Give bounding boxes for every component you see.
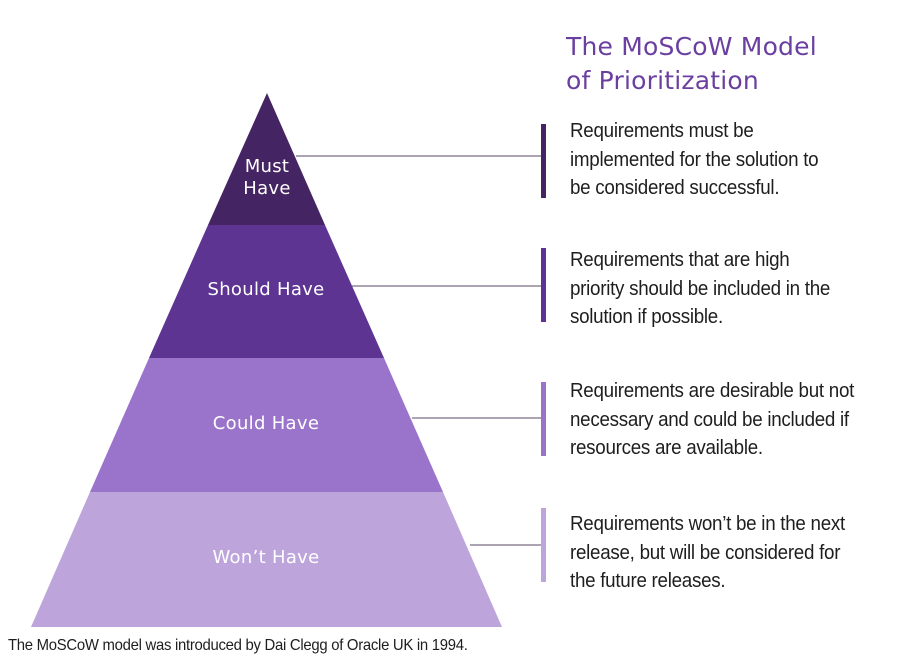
could-have-description-line-1: Requirements are desirable but not [570, 380, 855, 402]
should-have-accent-bar [541, 248, 546, 322]
must-have-accent-bar [541, 124, 546, 198]
could-have-label: Could Have [166, 413, 366, 435]
wont-have-description: Requirements won’t be in the next releas… [570, 510, 880, 596]
title-line-2: of Prioritization [566, 66, 759, 95]
should-have-description-line-1: Requirements that are high [570, 249, 790, 271]
should-have-label-text: Should Have [207, 279, 325, 300]
wont-have-accent-bar [541, 508, 546, 582]
could-have-label-text: Could Have [212, 413, 320, 434]
should-have-description-line-2: priority should be included in the [570, 277, 831, 300]
page-title: The MoSCoW Model of Prioritization [566, 30, 896, 98]
wont-have-description-line-3: the future releases. [570, 570, 726, 592]
must-have-tier [208, 93, 325, 225]
should-have-label: Should Have [166, 279, 366, 301]
wont-have-description-line-1: Requirements won’t be in the next [570, 513, 845, 535]
footnote: The MoSCoW model was introduced by Dai C… [8, 637, 468, 654]
wont-have-description-line-2: release, but will be considered for [570, 541, 841, 564]
must-have-description-line-1: Requirements must be [570, 120, 754, 142]
wont-have-label-text: Won’t Have [212, 547, 320, 568]
could-have-description-line-2: necessary and could be included if [570, 408, 849, 431]
must-have-description-line-2: implemented for the solution to [570, 148, 819, 171]
must-have-label-line-1: Must [244, 156, 290, 177]
could-have-description: Requirements are desirable but not neces… [570, 377, 880, 463]
title-line-1: The MoSCoW Model [566, 32, 817, 61]
could-have-description-line-3: resources are available. [570, 437, 763, 459]
could-have-tier [90, 358, 443, 492]
wont-have-label: Won’t Have [166, 547, 366, 569]
must-have-description: Requirements must be implemented for the… [570, 117, 880, 203]
should-have-tier [149, 225, 384, 358]
should-have-description: Requirements that are high priority shou… [570, 246, 880, 332]
must-have-label-line-2: Have [243, 178, 291, 199]
must-have-label: Must Have [207, 156, 327, 200]
could-have-accent-bar [541, 382, 546, 456]
should-have-description-line-3: solution if possible. [570, 306, 723, 328]
wont-have-tier [31, 492, 502, 627]
must-have-description-line-3: be considered successful. [570, 177, 780, 199]
